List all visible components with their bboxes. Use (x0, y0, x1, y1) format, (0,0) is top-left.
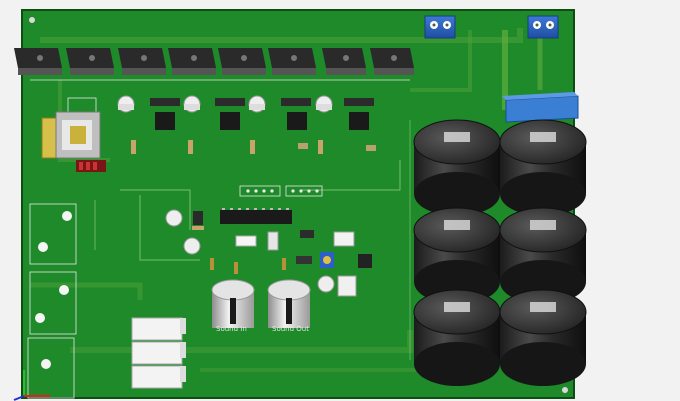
filter-capacitor-bank (413, 119, 587, 386)
control-circuit (165, 208, 372, 297)
sound-in-capacitor: Sound In (211, 279, 255, 333)
film-capacitor (502, 92, 579, 123)
power-resistors (131, 317, 186, 389)
opamp-section (117, 95, 376, 154)
left-outlines (27, 203, 77, 399)
sound-in-label: Sound In (216, 325, 247, 333)
terminal-block-right (527, 15, 559, 39)
terminal-block-left (424, 15, 456, 39)
xyz-axis-gizmo-icon (13, 370, 50, 401)
pin-headers (239, 185, 323, 197)
sound-out-capacitor: Sound Out (267, 279, 311, 333)
power-transistor-row (14, 48, 414, 81)
sound-out-label: Sound Out (272, 325, 309, 333)
transformer (41, 97, 106, 172)
